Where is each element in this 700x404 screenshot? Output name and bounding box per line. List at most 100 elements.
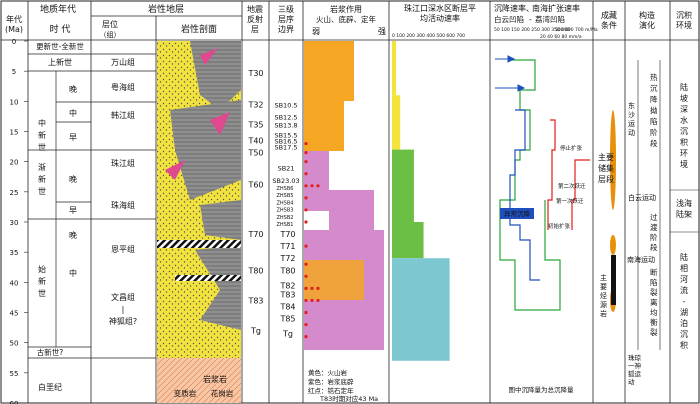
note-jump1: 第一次跃迁 — [556, 197, 584, 205]
sub-late-oligocene: 晚 — [69, 174, 77, 184]
header-magma: 岩浆作用 — [330, 4, 362, 14]
zircon-dot — [310, 286, 314, 290]
magma-legend-2: 紫色：岩浆底辟 — [308, 377, 354, 386]
header-geo-era: 地质年代 — [40, 3, 76, 15]
seq-boundaries: SB10.5SB12.5SB13.8SB15.5SB16.5SB17.5SB21… — [272, 101, 299, 338]
note-total-subs: 图中沉降量为总沉降量 — [509, 385, 575, 394]
subs-scale2: 500 600 700 m/Ma — [555, 27, 598, 33]
header-lith-profile: 岩性剖面 — [181, 23, 217, 35]
seq-boundary-label: SB23.03 — [272, 177, 299, 185]
formation-yuehai: 粤海组 — [111, 82, 135, 92]
era-paleocene: 古新世? — [37, 347, 63, 357]
zircon-dot — [304, 244, 308, 248]
source-label: 主要烃源岩 — [600, 273, 607, 318]
age-tick-label: 10 — [10, 98, 19, 106]
header-seq: 三级层序边界 — [278, 4, 294, 34]
note-init: 初始扩张 — [548, 222, 571, 230]
header-subs-d: 荔湾凹陷 — [535, 14, 565, 24]
fault-rate-bar — [392, 41, 397, 96]
era-pleistocene: 更新世-全新世 — [36, 41, 84, 51]
seq-boundary-label: SB21 — [278, 165, 295, 173]
zircon-dot — [304, 286, 308, 290]
tect-rift: 断陷裂离均衡裂 — [650, 267, 658, 337]
zircon-dot — [304, 196, 308, 200]
header-magma-colors: 火山、底辟、定年 — [316, 14, 376, 24]
formation-wanshan: 万山组 — [111, 57, 135, 67]
env-shallow: 浅海陆架 — [676, 198, 692, 219]
sub-mid-eocene: 中 — [69, 268, 77, 278]
zircon-dot — [304, 141, 308, 146]
fault-rate-bar — [392, 95, 401, 150]
age-tick-label: 5 — [12, 68, 16, 76]
era-oligocene: 渐新世 — [38, 162, 46, 196]
sub-mid-miocene: 中 — [69, 108, 77, 118]
formation-zhujiang: 珠江组 — [111, 158, 135, 168]
zircon-dot — [304, 172, 308, 176]
seq-boundary-label: ZHSB4 — [277, 200, 294, 206]
zircon-dot — [310, 184, 314, 188]
tect-thermal: 热沉降拗陷阶段 — [650, 72, 658, 148]
subsidence-arrows — [495, 55, 526, 92]
sub-late-eocene: 晚 — [69, 230, 77, 240]
seq-boundary-label: ZHSB5 — [277, 193, 294, 199]
age-tick-label: 0 — [12, 38, 16, 46]
seismic-layer-label: T32 — [247, 100, 263, 109]
spread-scale: 20 40 60 80 mm/a — [540, 34, 582, 40]
profile-meta-label: 变质岩 — [174, 388, 197, 398]
seismic-layer-label: T40 — [247, 137, 263, 146]
header-seismic: 地震反射层 — [247, 4, 263, 34]
zircon-dot — [316, 184, 320, 188]
age-tick-label: 20 — [10, 159, 19, 167]
zircon-dot — [304, 335, 308, 339]
subs-scale: 50 100 150 200 250 300 350 400 — [494, 27, 570, 33]
header-strata: 层位 — [102, 19, 118, 29]
header-strata-sub: （组） — [100, 30, 121, 39]
magma-legend-3: 红点：锆石定年 — [308, 386, 354, 395]
fault-scale: 0 100 200 300 400 500 600 700 — [392, 33, 465, 39]
header-reservoir: 成藏条件 — [601, 10, 617, 30]
zircon-dot — [316, 286, 320, 290]
era-cretaceous: 白垩纪 — [38, 382, 62, 392]
seismic-layer-label: T60 — [247, 181, 263, 190]
seismic-layer-label: T30 — [247, 69, 263, 78]
seq-boundary-label: ZHSB2 — [277, 215, 294, 221]
seismic-layer-label: T80 — [247, 266, 263, 275]
tectonic-column — [637, 60, 661, 350]
seq-boundary-label: T85 — [279, 315, 295, 324]
lithology-profile — [157, 41, 241, 403]
age-tick-label: 45 — [10, 310, 19, 318]
age-tick-label: 40 — [10, 279, 19, 287]
header-age: 年代(Ma) — [5, 14, 23, 34]
zircon-dot — [304, 151, 308, 155]
zircon-dot — [304, 220, 308, 224]
reservoir-label: 主要储集层段 — [598, 152, 614, 184]
header-weak: 弱 — [312, 27, 320, 36]
age-tick-label: 30 — [10, 219, 19, 227]
note-anomaly: 异常沉降 — [504, 209, 531, 218]
header-tectonic: 构造演化 — [639, 10, 655, 30]
magma-column — [304, 41, 384, 350]
header-subs-a: 沉降速率、 — [494, 3, 534, 13]
zircon-dot — [304, 262, 308, 266]
zircon-dot — [304, 298, 308, 303]
seismic-layer-label: T50 — [247, 149, 263, 158]
fault-rate-chart — [392, 41, 450, 361]
seq-boundary-label: T72 — [279, 254, 295, 263]
age-tick-label: 60 — [10, 400, 19, 404]
seq-boundary-label: ZHSB3 — [277, 208, 294, 214]
seq-boundary-label: SB13.8 — [274, 121, 297, 129]
header-subs-c: 白云凹陷 — [494, 14, 524, 24]
anomaly-box — [500, 208, 534, 219]
age-tick-label: 35 — [10, 249, 19, 257]
seq-boundary-label: T71 — [279, 242, 295, 251]
seismic-layer-label: Tg — [250, 327, 261, 336]
env-deep: 陆坡深水沉积环境 — [680, 82, 688, 169]
seq-boundary-label: T82 — [279, 281, 295, 290]
header-fault: 珠江口深水区断层平均活动速率 — [404, 3, 476, 23]
formation-wenchang: 文昌组|神狐组? — [109, 292, 137, 326]
seq-boundary-label: T84 — [279, 302, 295, 311]
zircon-dot — [304, 184, 308, 188]
fault-rate-bar — [392, 222, 424, 259]
formation-enping: 恩平组 — [111, 244, 135, 254]
